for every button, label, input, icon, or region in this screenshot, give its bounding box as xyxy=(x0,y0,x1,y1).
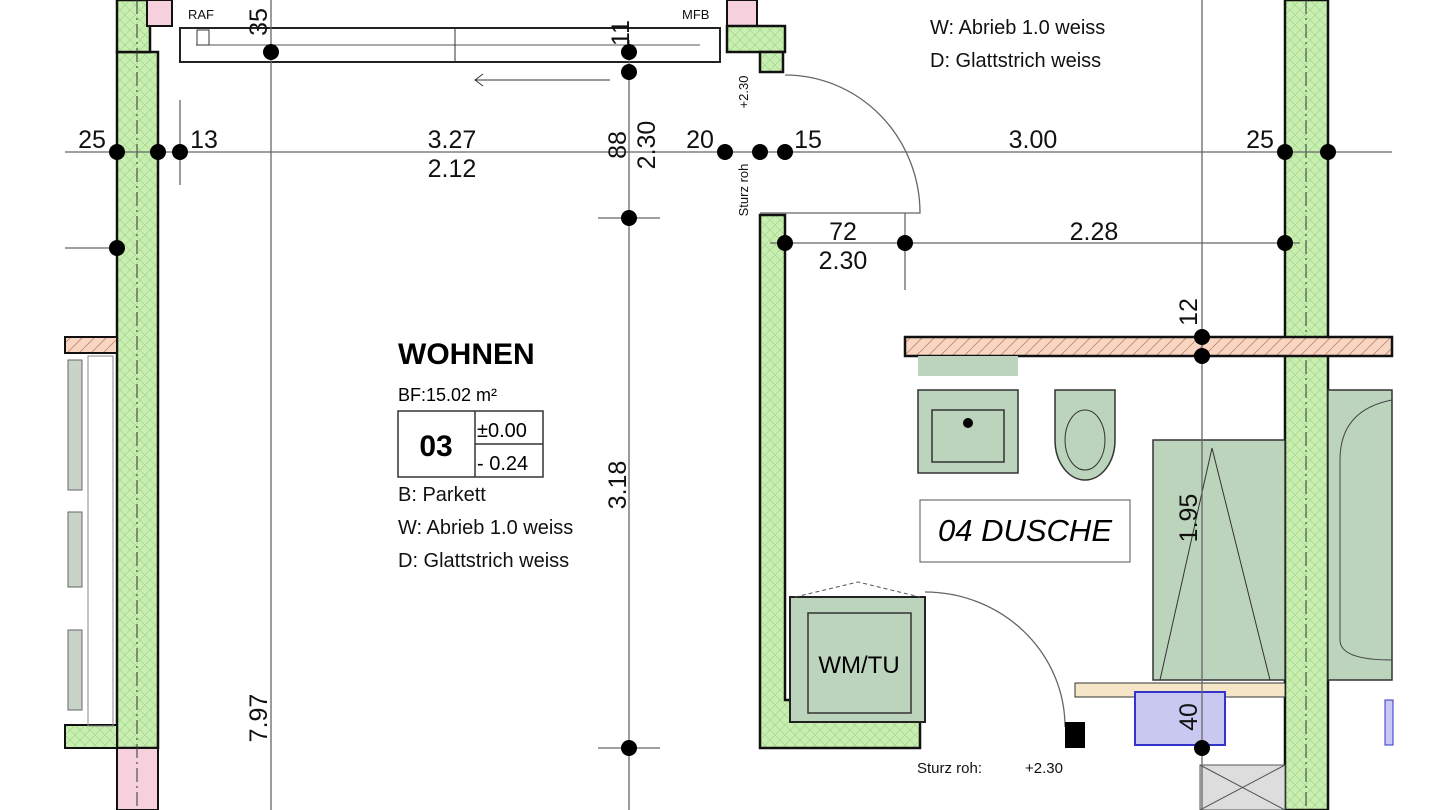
level-top: ±0.00 xyxy=(477,420,527,442)
sink-icon xyxy=(917,389,1019,474)
dim-20: 20 xyxy=(686,126,714,154)
room-number: 03 xyxy=(419,430,452,463)
dim-2-28: 2.28 xyxy=(1070,218,1119,246)
dimension-labels: 25 13 3.27 2.12 20 15 3.00 25 72 2.30 2.… xyxy=(78,8,1274,742)
window-top xyxy=(179,27,721,87)
shelf xyxy=(918,356,1018,376)
left-wall-top xyxy=(115,0,152,54)
dim-3-18: 3.18 xyxy=(604,461,632,510)
dim-1-95: 1.95 xyxy=(1175,494,1203,543)
left-wall-stub xyxy=(64,724,118,749)
dim-2-30: 2.30 xyxy=(819,247,868,275)
dim-88: 88 xyxy=(604,131,632,159)
dim-72: 72 xyxy=(829,218,857,246)
mfb-label: MFB xyxy=(682,7,709,22)
dim-40: 40 xyxy=(1175,703,1203,731)
dim-11: 11 xyxy=(607,20,635,46)
room-name-dusche: 04 DUSCHE xyxy=(938,513,1112,548)
window-blue xyxy=(1134,691,1226,746)
left-window-elements xyxy=(67,355,114,727)
room-name: WOHNEN xyxy=(398,338,535,371)
raf-label: RAF xyxy=(188,7,214,22)
level-bottom: - 0.24 xyxy=(477,453,528,475)
door-wall-top xyxy=(725,24,787,54)
lintel-bottom-label: Sturz roh: xyxy=(917,760,982,777)
top-wall-note: W: Abrieb 1.0 weiss xyxy=(930,17,1105,39)
door-jamb-top xyxy=(758,50,785,74)
lintel-bottom-value: +2.30 xyxy=(1025,760,1063,777)
wall-finish: W: Abrieb 1.0 weiss xyxy=(398,517,573,539)
dim-7-97: 7.97 xyxy=(245,694,273,743)
washer-dryer xyxy=(789,596,926,723)
dim-25-left: 25 xyxy=(78,126,106,154)
dim-13: 13 xyxy=(190,126,218,154)
bathtub xyxy=(1327,389,1393,681)
left-window-frame xyxy=(146,0,173,27)
dimension-lines xyxy=(65,0,1392,810)
ceiling-finish: D: Glattstrich weiss xyxy=(398,550,569,572)
dim-3-00: 3.00 xyxy=(1009,126,1058,154)
room-area: BF:15.02 m² xyxy=(398,385,497,405)
walls xyxy=(64,0,1394,810)
dim-12: 12 xyxy=(1175,298,1203,326)
appliance-label: WM/TU xyxy=(818,652,899,679)
right-window-frame xyxy=(726,0,758,27)
floor-finish: B: Parkett xyxy=(398,484,486,506)
bathroom-fixtures xyxy=(917,356,1394,810)
dim-25-right: 25 xyxy=(1246,126,1274,154)
lintel-height: +2.30 xyxy=(736,76,751,109)
dim-3-27: 3.27 xyxy=(428,126,477,154)
toilet-icon xyxy=(1054,389,1116,481)
door-swing-entrance xyxy=(760,74,921,214)
dim-2-12: 2.12 xyxy=(428,155,477,183)
room-label-wohnen: WOHNEN BF:15.02 m² 03 ±0.00 - 0.24 B: Pa… xyxy=(397,338,573,572)
dim-15: 15 xyxy=(794,126,822,154)
left-counter xyxy=(64,336,118,354)
counter-top xyxy=(903,335,1394,358)
lintel-label: Sturz roh xyxy=(736,164,751,217)
dim-35: 35 xyxy=(245,8,273,36)
dim-2-30-vertical: 2.30 xyxy=(633,121,661,170)
door-swing-bath xyxy=(924,591,1066,728)
shower-tray xyxy=(1152,439,1286,681)
top-ceiling-note: D: Glattstrich weiss xyxy=(930,50,1101,72)
room-label-box-dusche xyxy=(919,499,1131,563)
